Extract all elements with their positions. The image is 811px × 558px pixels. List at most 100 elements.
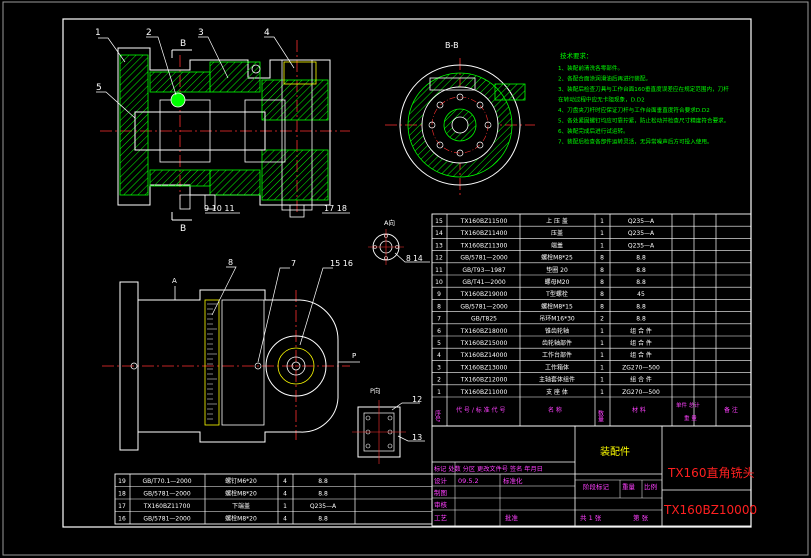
table-cell: 组 合 件 <box>630 376 652 384</box>
table-row: 11 GB/T93—1987 垫圈 20 8 8.8 <box>435 266 646 274</box>
table-cell: 1 <box>600 352 604 359</box>
tech-requirements: 技术要求： 1、装配前清洗各零部件。2、各配合面涂润滑油后再进行装配。3、装配后… <box>558 51 729 146</box>
callout-7: 7 <box>291 259 296 268</box>
bb-bolt-hole <box>436 141 444 149</box>
table-cell: GB/T93—1987 <box>462 267 506 274</box>
table-cell: 螺母M20 <box>545 278 570 286</box>
tech-req-item: 7、装配后检查各部件运转灵活，无异常噪声后方可投入使用。 <box>558 138 713 146</box>
lifting-ring <box>251 64 261 74</box>
leader-2 <box>146 36 177 96</box>
bb-side-arm <box>494 83 526 101</box>
table-cell: 8 <box>437 303 441 310</box>
tb-check: 审核 <box>434 500 448 509</box>
table-cell: 8.8 <box>636 267 646 274</box>
table-cell: 19 <box>118 478 126 485</box>
bottom-bolt <box>289 204 305 218</box>
table-cell: 螺栓M8*20 <box>225 515 257 523</box>
tb-standardize: 标准化 <box>503 476 523 485</box>
table-cell: GB/T825 <box>471 316 497 323</box>
table-cell: 1 <box>283 503 287 510</box>
table-cell: 1 <box>600 364 604 371</box>
bb-section-view: B-B <box>385 41 535 195</box>
table-cell: 组 合 件 <box>630 327 652 335</box>
section-label-b-top: B <box>180 39 186 49</box>
tech-req-title: 技术要求： <box>560 51 593 60</box>
header-qty: 数量 <box>597 409 604 423</box>
table-cell: TX160BZ14000 <box>460 352 508 359</box>
table-cell: GB/T70.1—2000 <box>142 478 191 485</box>
table-cell: TX160BZ11000 <box>460 389 508 396</box>
table-cell: 主轴套体组件 <box>539 376 575 384</box>
p-arrow-label: P <box>352 352 356 360</box>
leader-4 <box>264 36 295 69</box>
table-cell: 1 <box>600 242 604 249</box>
tech-req-list: 1、装配前清洗各零部件。2、各配合面涂润滑油后再进行装配。3、装配后检查刀具与工… <box>558 64 729 146</box>
header-weight: 单件 总计 <box>676 401 700 409</box>
table-cell: TX160BZ11400 <box>460 230 508 237</box>
table-cell: ZG270—500 <box>622 389 660 396</box>
header-material: 材 料 <box>632 406 646 414</box>
leader-7 <box>257 267 290 363</box>
table-cell: 吊环M16*30 <box>539 316 575 323</box>
side-spindle-bore <box>291 361 301 371</box>
tb-design-date: 09.5.2 <box>458 477 479 485</box>
bb-bolt-hole <box>476 101 484 109</box>
table-cell: Q235—A <box>310 503 337 510</box>
table-cell: 4 <box>437 352 441 359</box>
bb-top-arm <box>429 77 476 91</box>
tech-req-item: 在转动过程中应无卡阻现象，D.D2 <box>558 96 645 104</box>
table-cell: 垫圈 20 <box>546 266 568 274</box>
table-cell: 14 <box>435 230 443 237</box>
table-cell: 11 <box>435 267 443 274</box>
bb-bolt-circle <box>431 96 489 154</box>
table-cell: 8.8 <box>318 491 328 498</box>
table-cell: 8.8 <box>318 478 328 485</box>
hatch-left <box>119 54 149 196</box>
tb-sheet-total: 共 1 张 <box>580 513 602 522</box>
table-cell: 8 <box>600 267 604 274</box>
table-cell: 7 <box>437 316 441 323</box>
table-cell: 2 <box>437 377 441 384</box>
table-cell: 1 <box>600 328 604 335</box>
callout-17-18: 17 18 <box>324 204 347 213</box>
callout-15-16: 15 16 <box>330 259 353 268</box>
table-cell: TX160BZ11300 <box>460 242 508 249</box>
tb-scale: 比例 <box>644 482 657 491</box>
table-cell: TX160BZ15000 <box>460 340 508 347</box>
table-cell: 4 <box>283 516 287 523</box>
side-mid-block <box>221 299 265 426</box>
table-cell: TX160BZ18000 <box>460 328 508 335</box>
main-shaft <box>134 111 266 151</box>
bb-outer-ring <box>399 64 521 186</box>
header-no: 序号 <box>434 409 441 423</box>
bb-view-title: B-B <box>445 41 459 50</box>
bottom-bolt <box>179 194 191 210</box>
leader-3 <box>198 36 229 79</box>
p-view-hole <box>387 415 393 421</box>
vertical-spindle <box>281 59 313 211</box>
header-weight2: 重 量 <box>684 414 697 422</box>
table-cell: 1 <box>600 230 604 237</box>
leader-13 <box>397 435 425 442</box>
tech-req-item: 2、各配合面涂润滑油后再进行装配。 <box>558 75 651 83</box>
table-cell: 12 <box>435 255 443 262</box>
leader-15-16 <box>299 267 333 346</box>
tb-approve: 批准 <box>505 513 519 522</box>
table-cell: GB/5781—2000 <box>143 491 191 498</box>
table-cell: ZG270—500 <box>622 364 660 371</box>
table-cell: 上 压 盖 <box>546 217 568 225</box>
side-spindle-mid <box>277 347 315 385</box>
hatch-mid-bottom <box>149 169 211 187</box>
